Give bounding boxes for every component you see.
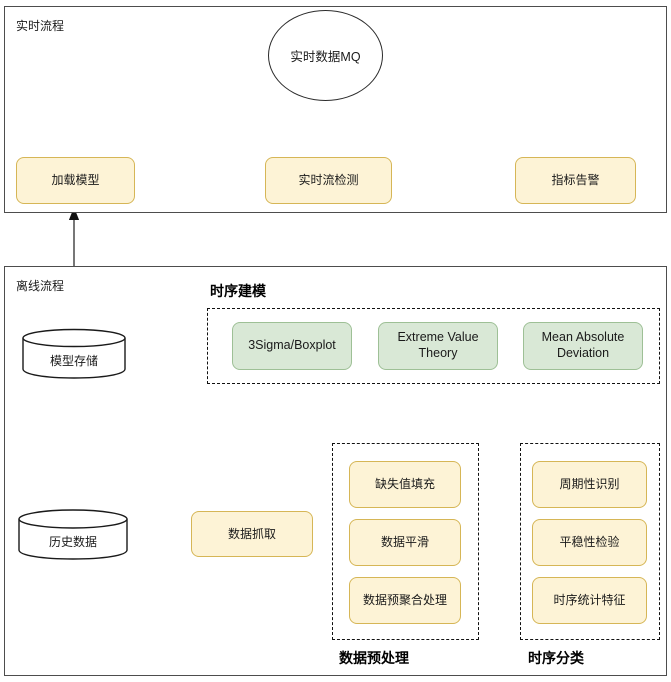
- node-data-smoothing[interactable]: 数据平滑: [349, 519, 461, 566]
- node-extreme-value-theory[interactable]: Extreme Value Theory: [378, 322, 498, 370]
- history-data-label: 历史数据: [48, 535, 97, 549]
- node-stream-detect[interactable]: 实时流检测: [265, 157, 392, 204]
- node-ts-statistical-features[interactable]: 时序统计特征: [532, 577, 647, 624]
- group-title-ts-classify: 时序分类: [528, 650, 584, 666]
- node-realtime-mq[interactable]: 实时数据MQ: [268, 10, 383, 101]
- group-ts-classify: [520, 443, 660, 640]
- node-periodicity-detection[interactable]: 周期性识别: [532, 461, 647, 508]
- node-history-data[interactable]: 历史数据: [17, 508, 129, 561]
- node-missing-value-fill[interactable]: 缺失值填充: [349, 461, 461, 508]
- node-load-model[interactable]: 加载模型: [16, 157, 135, 204]
- model-store-label: 模型存储: [49, 354, 98, 368]
- model-store-shape: [22, 328, 126, 379]
- group-title-data-preprocess: 数据预处理: [339, 650, 409, 666]
- group-ts-modeling: [207, 308, 660, 384]
- history-data-shape: [18, 509, 128, 560]
- swimlane-offline-label: 离线流程: [16, 279, 65, 293]
- node-metric-alert[interactable]: 指标告警: [515, 157, 636, 204]
- node-stationarity-test[interactable]: 平稳性检验: [532, 519, 647, 566]
- node-data-fetch[interactable]: 数据抓取: [191, 511, 313, 557]
- node-data-preaggregation[interactable]: 数据预聚合处理: [349, 577, 461, 624]
- node-model-store[interactable]: 模型存储: [21, 328, 127, 379]
- node-mean-absolute-deviation[interactable]: Mean Absolute Deviation: [523, 322, 643, 370]
- group-data-preprocess: [332, 443, 479, 640]
- group-title-ts-modeling: 时序建模: [210, 283, 266, 299]
- swimlane-realtime-label: 实时流程: [16, 19, 65, 33]
- node-3sigma-boxplot[interactable]: 3Sigma/Boxplot: [232, 322, 352, 370]
